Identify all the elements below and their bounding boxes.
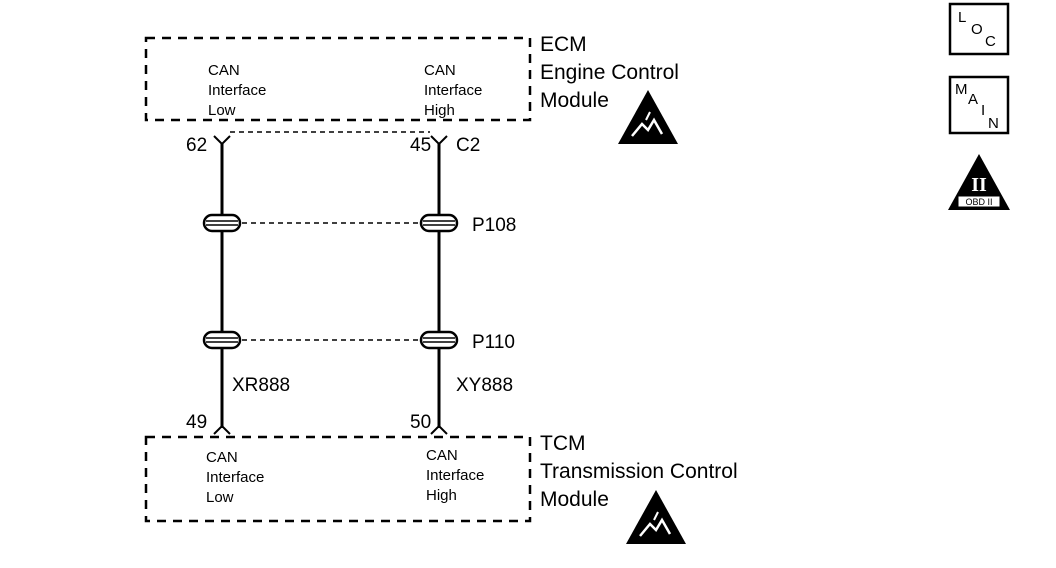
tcm-name: TCM <box>540 432 586 455</box>
loc-icon: L O C <box>948 2 1010 56</box>
obd-numeral: II <box>971 174 987 196</box>
p108-low-connector <box>202 213 242 233</box>
tcm-can-low-l1: CAN <box>206 449 238 466</box>
p108-high-connector <box>419 213 459 233</box>
ecm-desc-line2: Module <box>540 89 609 112</box>
tcm-can-high-l3: High <box>426 487 457 504</box>
p110-low-connector <box>202 330 242 350</box>
tcm-can-low-l3: Low <box>206 489 234 506</box>
ecm-high-terminal <box>430 135 448 146</box>
main-a: A <box>968 91 978 108</box>
loc-c: C <box>985 33 996 50</box>
wire-high-label: XY888 <box>456 375 513 396</box>
main-icon: M A I N <box>948 75 1010 135</box>
tcm-pin-high: 50 <box>410 412 431 433</box>
ecm-name: ECM <box>540 33 587 56</box>
ecm-can-high-l1: CAN <box>424 62 456 79</box>
ecm-box <box>144 36 532 122</box>
ecm-can-high-l3: High <box>424 102 455 119</box>
ecm-can-low-l3: Low <box>208 102 236 119</box>
esd-warning-icon <box>626 490 686 544</box>
main-i: I <box>981 102 985 119</box>
ecm-low-terminal <box>213 135 231 146</box>
obd-ii-icon: II OBD II <box>948 154 1010 210</box>
ecm-pin-low: 62 <box>186 135 207 156</box>
tcm-can-high-l2: Interface <box>426 467 484 484</box>
tcm-low-terminal <box>213 424 231 435</box>
ecm-connector: C2 <box>456 135 480 156</box>
tcm-pin-low: 49 <box>186 412 207 433</box>
esd-warning-icon <box>618 90 678 144</box>
loc-o: O <box>971 21 983 38</box>
connector-p110: P110 <box>472 332 515 353</box>
connector-p108: P108 <box>472 215 516 236</box>
obd-text: OBD II <box>965 197 992 207</box>
main-n: N <box>988 115 999 132</box>
tcm-box <box>144 435 532 523</box>
ecm-can-high-l2: Interface <box>424 82 482 99</box>
loc-l: L <box>958 9 966 26</box>
tcm-high-terminal <box>430 424 448 435</box>
tcm-can-low-l2: Interface <box>206 469 264 486</box>
p110-high-connector <box>419 330 459 350</box>
ecm-desc-line1: Engine Control <box>540 61 679 84</box>
main-m: M <box>955 81 968 98</box>
tcm-desc-line1: Transmission Control <box>540 460 738 483</box>
ecm-can-low-l2: Interface <box>208 82 266 99</box>
wire-low-label: XR888 <box>232 375 290 396</box>
tcm-desc-line2: Module <box>540 488 609 511</box>
tcm-can-high-l1: CAN <box>426 447 458 464</box>
ecm-pin-high: 45 <box>410 135 431 156</box>
ecm-can-low-l1: CAN <box>208 62 240 79</box>
